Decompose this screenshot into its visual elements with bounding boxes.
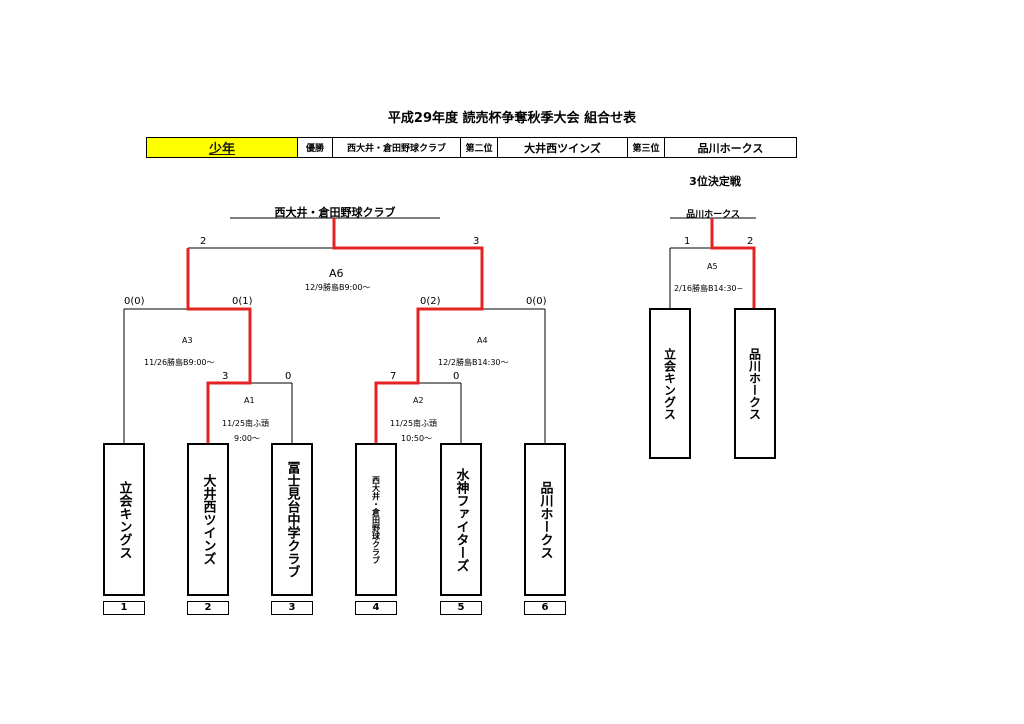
a3-match-id: A3 [182, 336, 193, 345]
third-label: 第三位 [628, 138, 665, 157]
final-score-left: 2 [200, 236, 207, 247]
a4-match-id: A4 [477, 336, 488, 345]
a4-match-datetime: 12/2勝島B14:30～ [438, 358, 509, 367]
a4-score-right: 0(0) [526, 296, 547, 307]
a1-match-id: A1 [244, 396, 255, 405]
a5-score-right: 2 [747, 236, 754, 247]
team-number-4: 4 [355, 601, 397, 615]
a5-match-id: A5 [707, 262, 718, 271]
third-place-title: 3位決定戦 [689, 175, 741, 188]
team-box-3: 冨士見台中学クラブ [271, 443, 313, 596]
team-box-4: 西大井・倉田野球クラブ [355, 443, 397, 596]
winner-label: 優勝 [298, 138, 333, 157]
team-box-5: 水神ファイターズ [440, 443, 482, 596]
champion-name: 西大井・倉田野球クラブ [274, 206, 396, 219]
third-team-box-1: 立会キングス [649, 308, 691, 459]
third-team-box-2: 品川ホークス [734, 308, 776, 459]
a1-score-left: 3 [222, 371, 229, 382]
final-match-datetime: 12/9勝島B9:00～ [305, 283, 371, 292]
a2-score-left: 7 [390, 371, 397, 382]
a3-score-left: 0(0) [124, 296, 145, 307]
team-number-5: 5 [440, 601, 482, 615]
a5-score-left: 1 [684, 236, 691, 247]
a5-match-datetime: 2/16勝島B14:30~ [674, 284, 744, 293]
a1-match-time: 9:00～ [234, 434, 260, 443]
a3-match-datetime: 11/26勝島B9:00～ [144, 358, 215, 367]
a1-score-right: 0 [285, 371, 292, 382]
third-place-winner: 品川ホークス [686, 210, 740, 220]
third-value: 品川ホークス [697, 141, 764, 155]
winner-value: 西大井・倉田野球クラブ [333, 138, 461, 157]
team-box-2: 大井西ツインズ [187, 443, 229, 596]
team-number-1: 1 [103, 601, 145, 615]
team-number-3: 3 [271, 601, 313, 615]
a2-match-time: 10:50～ [401, 434, 433, 443]
a2-match-date: 11/25南ふ頭 [390, 419, 438, 428]
final-score-right: 3 [473, 236, 480, 247]
page-title: 平成29年度 読売杯争奪秋季大会 組合せ表 [387, 111, 637, 126]
final-match-id: A6 [329, 267, 344, 280]
a1-match-date: 11/25南ふ頭 [222, 419, 270, 428]
a2-score-right: 0 [453, 371, 460, 382]
a2-match-id: A2 [413, 396, 424, 405]
results-header: 少年 優勝 西大井・倉田野球クラブ 第二位 大井西ツインズ 第三位 品川ホークス [146, 137, 797, 158]
team-number-2: 2 [187, 601, 229, 615]
team-number-6: 6 [524, 601, 566, 615]
a3-score-right: 0(1) [232, 296, 253, 307]
category-label: 少年 [147, 138, 298, 157]
team-box-1: 立会キングス [103, 443, 145, 596]
team-box-6: 品川ホークス [524, 443, 566, 596]
second-value: 大井西ツインズ [498, 138, 628, 157]
a4-score-left: 0(2) [420, 296, 441, 307]
second-label: 第二位 [461, 138, 498, 157]
